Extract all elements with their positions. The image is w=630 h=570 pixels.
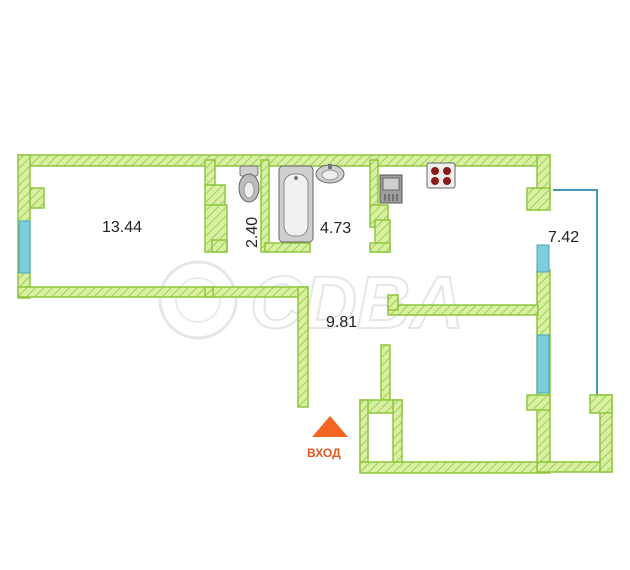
walls xyxy=(17,154,613,474)
balcony-outline xyxy=(553,189,598,400)
bathtub xyxy=(278,165,314,243)
window-room xyxy=(536,334,550,394)
room-area-bedroom: 13.44 xyxy=(102,219,142,236)
entrance-arrow-icon xyxy=(312,416,348,437)
window-kitchen xyxy=(536,244,550,273)
window-bedroom xyxy=(18,220,31,274)
room-area-bathroom: 4.73 xyxy=(320,220,351,237)
room-area-hall: 9.81 xyxy=(326,314,357,331)
kitchen-sink xyxy=(379,174,403,204)
washbasin xyxy=(315,164,345,184)
watermark-text: CDBA xyxy=(250,261,464,344)
room-area-toilet: 2.40 xyxy=(244,217,261,248)
toilet-bowl xyxy=(238,165,260,203)
stove xyxy=(426,162,456,189)
watermark: CDBA xyxy=(158,260,465,345)
room-area-balcony: 7.42 xyxy=(548,229,579,246)
entrance-marker: ВХОД xyxy=(307,416,348,460)
entrance-label: ВХОД xyxy=(307,446,341,460)
windows xyxy=(18,220,550,394)
